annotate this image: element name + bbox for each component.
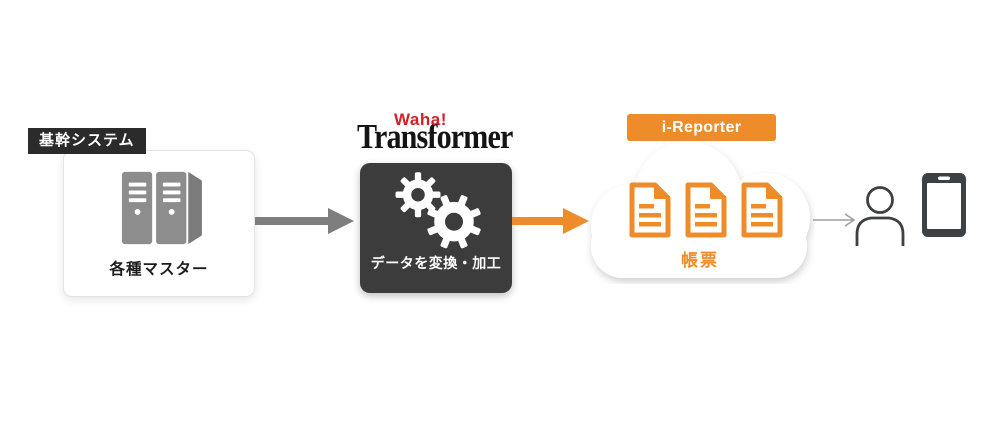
- logo-waha-text: Waha!: [394, 110, 447, 129]
- document-icon: [685, 182, 727, 238]
- person-icon: [855, 186, 905, 246]
- logo-transformer-text: Transformer: [357, 117, 513, 156]
- arrow-transformer-to-reporter: [512, 208, 589, 234]
- server-icon: [121, 171, 202, 245]
- tablet-icon: [922, 173, 966, 237]
- source-caption: 各種マスター: [109, 261, 209, 278]
- gears-icon: [395, 172, 481, 249]
- transformer-caption: データを変換・加工: [370, 255, 502, 271]
- source-system-box: 各種マスター: [63, 150, 255, 297]
- arrow-source-to-transformer: [255, 208, 354, 234]
- reporter-caption: 帳票: [681, 251, 719, 270]
- source-system-label: 基幹システム: [28, 128, 146, 154]
- i-reporter-label-text: i-Reporter: [661, 118, 742, 136]
- report-documents: [627, 182, 785, 238]
- document-icon: [741, 182, 783, 238]
- document-icon: [629, 182, 671, 238]
- i-reporter-label: i-Reporter: [627, 114, 776, 141]
- arrow-reporter-to-user: [813, 213, 856, 227]
- transformer-box: データを変換・加工: [360, 163, 512, 293]
- waha-transformer-logo: Transformer Waha!: [357, 110, 525, 156]
